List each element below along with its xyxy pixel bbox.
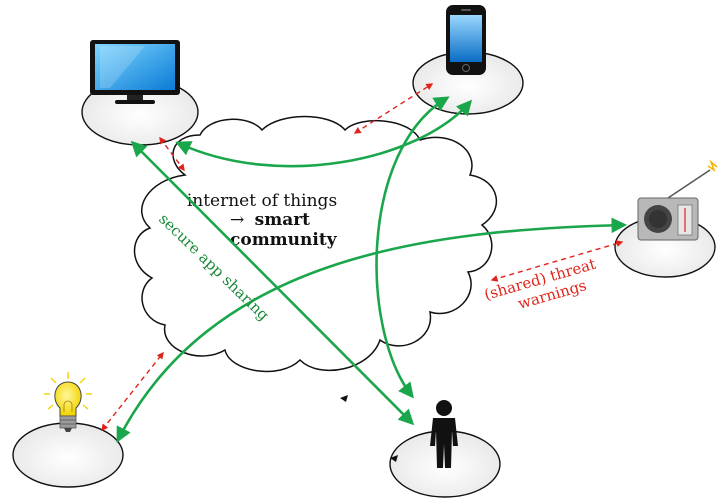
cloud-line2: → smart [230, 210, 310, 230]
green-links [116, 96, 628, 443]
platforms [12, 51, 716, 498]
person-icon [430, 400, 458, 468]
lightbulb-icon [44, 372, 92, 432]
red-link-bulb [101, 351, 164, 432]
cloud-line1: internet of things [187, 191, 337, 211]
cloud-arrow: → [230, 210, 244, 230]
monitor-icon [90, 40, 180, 104]
small-arrowhead-2 [390, 455, 398, 462]
threat-label: (shared) threat warnings [482, 255, 598, 313]
radio-icon [637, 159, 718, 241]
green-bulb-radio [116, 217, 628, 443]
bulb-platform [12, 422, 124, 488]
small-arrowhead [340, 395, 348, 402]
cloud-line3: community [230, 230, 338, 250]
cloud-smart: smart [255, 210, 311, 230]
smartphone-icon [446, 5, 486, 75]
